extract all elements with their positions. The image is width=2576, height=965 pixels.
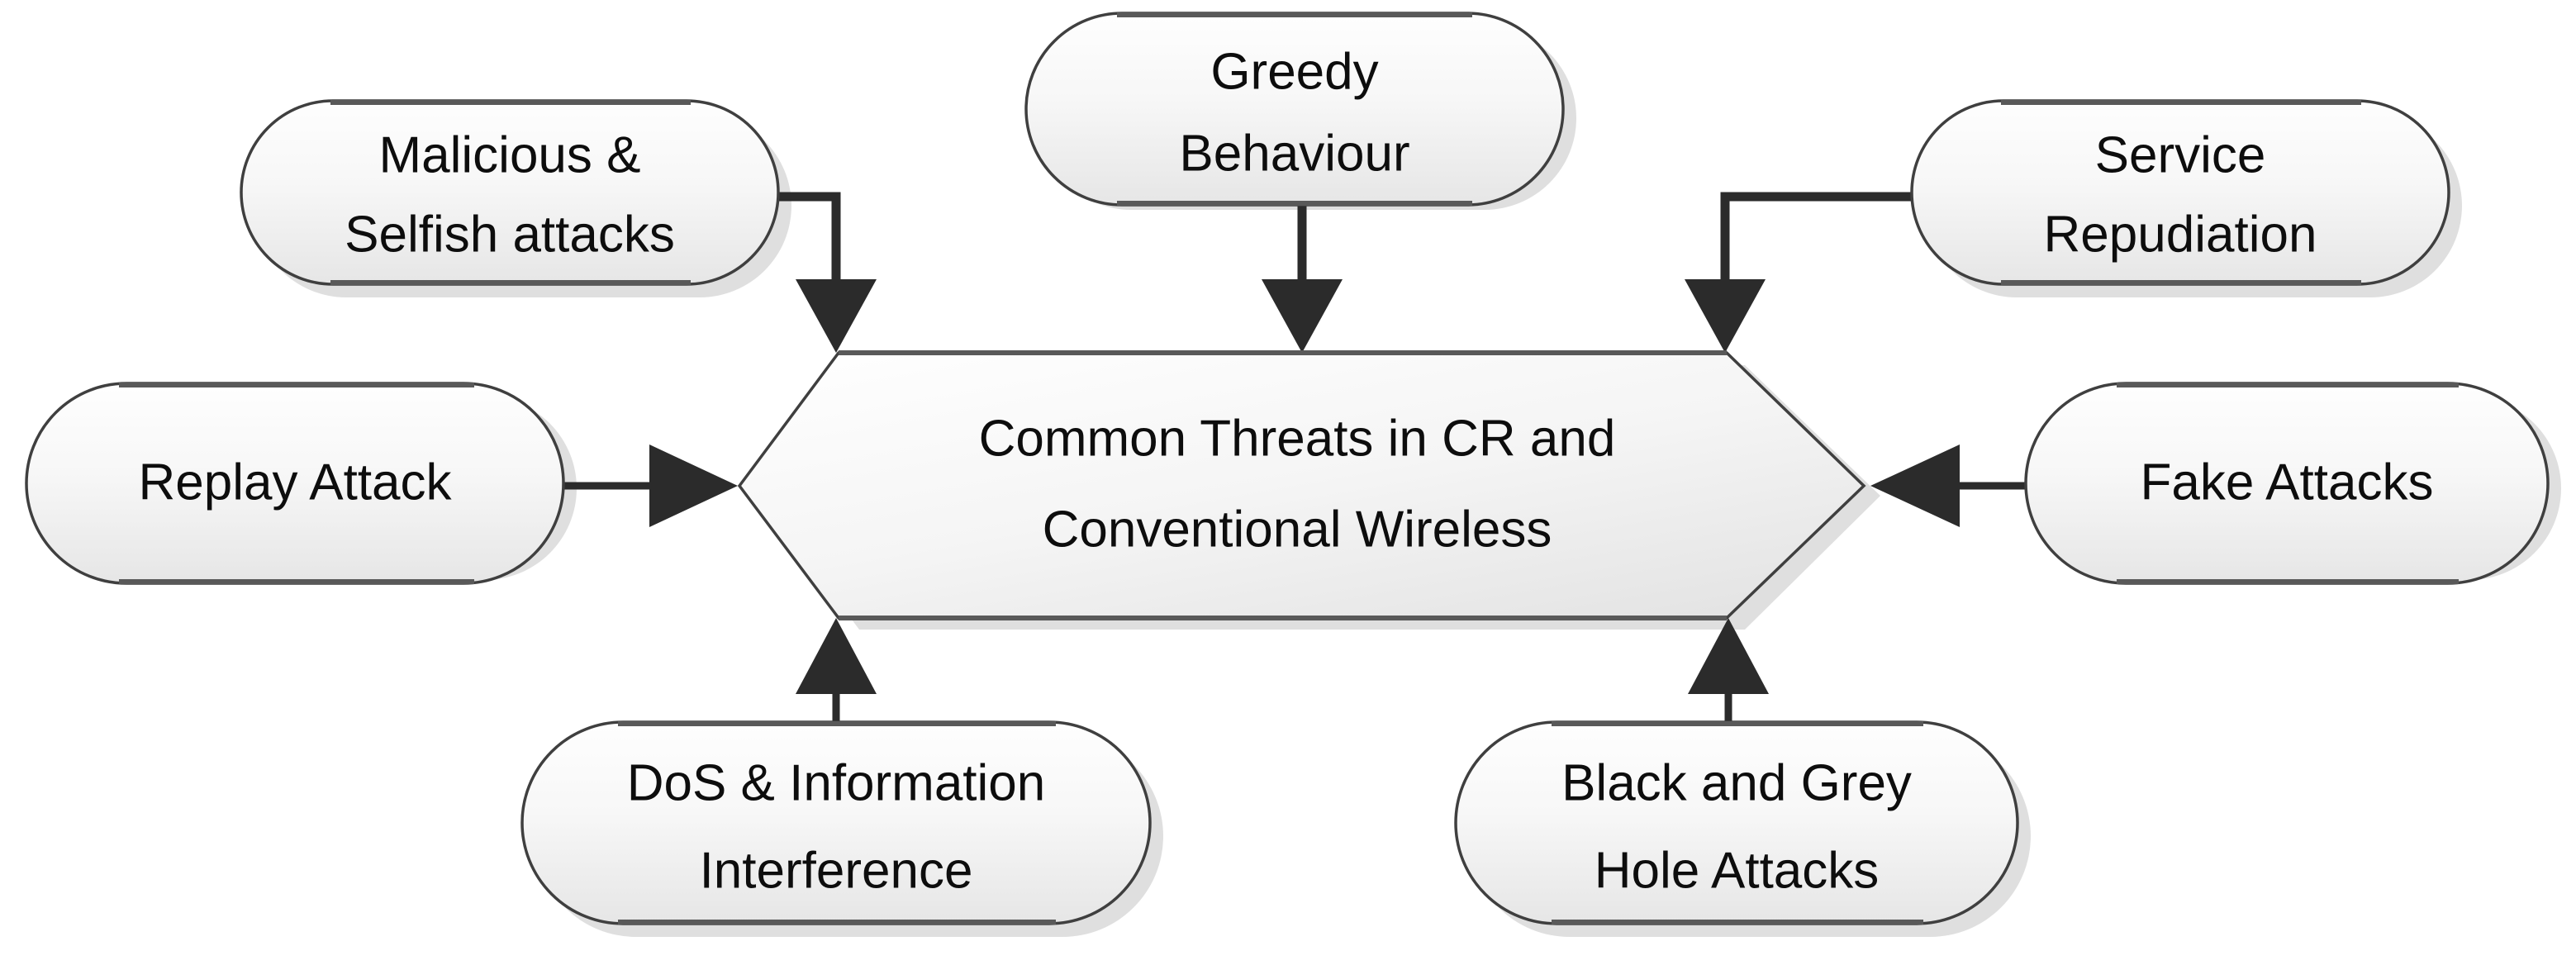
- node-greedy-behaviour[interactable]: Greedy Behaviour: [1024, 12, 1565, 207]
- node-service-label-line1: Service: [2095, 126, 2266, 183]
- node-dos-label-line2: Interference: [700, 842, 973, 899]
- hub-hexagon-shape: [737, 351, 1866, 620]
- node-greedy-label-line1: Greedy: [1210, 43, 1378, 100]
- node-malicious-label-line1: Malicious &: [379, 126, 641, 183]
- node-dos-information-interference[interactable]: DoS & Information Interference: [520, 720, 1152, 925]
- node-greedy-label-line2: Behaviour: [1179, 125, 1409, 182]
- node-fake-attacks[interactable]: Fake Attacks: [2024, 382, 2550, 585]
- arrowhead-up-dos: [796, 618, 877, 694]
- hub-label-line2: Conventional Wireless: [1043, 501, 1552, 558]
- node-dos-label-line1: DoS & Information: [627, 754, 1046, 811]
- hub-label-line1: Common Threats in CR and: [979, 410, 1616, 467]
- node-service-repudiation[interactable]: Service Repudiation: [1910, 99, 2450, 286]
- node-replay-label: Replay Attack: [138, 454, 452, 511]
- connector-malicious-to-hub: [775, 192, 877, 353]
- node-black-grey-hole-attacks[interactable]: Black and Grey Hole Attacks: [1454, 720, 2019, 925]
- arrowhead-left-fake: [1870, 444, 1960, 527]
- node-blackgrey-label-line1: Black and Grey: [1561, 754, 1912, 811]
- connector-blackgrey-to-hub: [1688, 618, 1769, 727]
- connector-service-to-hub: [1685, 192, 1943, 353]
- arrowhead-right-replay: [649, 444, 738, 527]
- common-threats-hub[interactable]: Common Threats in CR and Conventional Wi…: [737, 350, 1866, 620]
- node-replay-attack[interactable]: Replay Attack: [25, 382, 565, 585]
- connector-replay-to-hub: [560, 444, 738, 527]
- arrowhead-down-greedy: [1262, 279, 1343, 353]
- connector-greedy-to-hub: [1262, 205, 1343, 353]
- node-blackgrey-label-line2: Hole Attacks: [1595, 842, 1880, 899]
- node-service-label-line2: Repudiation: [2044, 206, 2317, 263]
- node-fake-label: Fake Attacks: [2141, 454, 2434, 511]
- connectors: [560, 192, 2059, 727]
- node-malicious-label-line2: Selfish attacks: [345, 206, 675, 263]
- arrowhead-up-blackgrey: [1688, 618, 1769, 694]
- arrowhead-down-malicious: [796, 279, 877, 353]
- connector-dos-to-hub: [796, 618, 877, 727]
- arrowhead-down-service: [1685, 279, 1766, 353]
- node-malicious-selfish-attacks[interactable]: Malicious & Selfish attacks: [240, 99, 780, 286]
